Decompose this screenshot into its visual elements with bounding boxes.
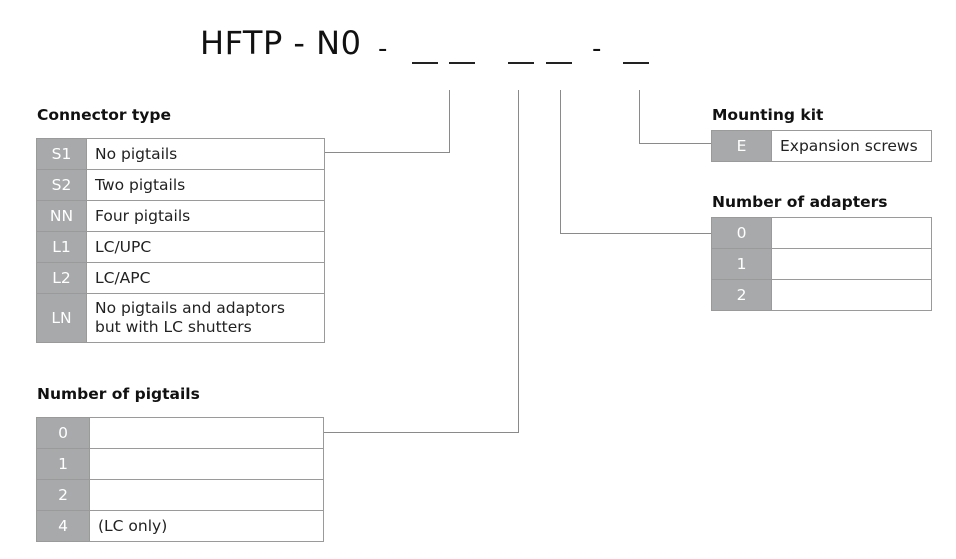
option-description: LC/APC — [86, 262, 325, 294]
part-number-separator-1: - — [378, 34, 388, 64]
option-code: NN — [36, 200, 87, 232]
option-code: S1 — [36, 138, 87, 170]
option-code: L2 — [36, 262, 87, 294]
table-row: 4(LC only) — [36, 510, 324, 542]
slot-adapters-1 — [546, 62, 572, 64]
option-description: No pigtails and adaptors but with LC shu… — [86, 293, 325, 343]
option-code: LN — [36, 293, 87, 343]
table-row: 0 — [36, 417, 324, 449]
option-description: Four pigtails — [86, 200, 325, 232]
option-code: 1 — [711, 248, 772, 280]
slot-pigtails-1 — [508, 62, 534, 64]
part-number-separator-2: - — [592, 34, 602, 64]
line-mounting-kit — [639, 90, 711, 144]
option-code: 4 — [36, 510, 90, 542]
table-row: 1 — [711, 248, 932, 280]
option-description: LC/UPC — [86, 231, 325, 263]
option-code: E — [711, 130, 772, 162]
slot-connector-1 — [412, 62, 438, 64]
slot-mounting-kit — [623, 62, 649, 64]
connector-type-heading: Connector type — [37, 106, 172, 124]
option-description: No pigtails — [86, 138, 325, 170]
option-description: Expansion screws — [771, 130, 932, 162]
option-code: 2 — [711, 279, 772, 311]
number-of-adapters-heading: Number of adapters — [712, 193, 888, 211]
mounting-kit-heading: Mounting kit — [712, 106, 824, 124]
option-code: 0 — [36, 417, 90, 449]
option-description — [771, 248, 932, 280]
number-of-pigtails-heading: Number of pigtails — [37, 385, 200, 403]
option-code: 2 — [36, 479, 90, 511]
option-code: 0 — [711, 217, 772, 249]
slot-connector-2 — [449, 62, 475, 64]
option-code: L1 — [36, 231, 87, 263]
option-description — [771, 217, 932, 249]
part-number-prefix: HFTP - N0 — [200, 24, 362, 62]
line-number-of-pigtails — [324, 90, 519, 433]
option-description — [89, 417, 324, 449]
option-description: (LC only) — [89, 510, 324, 542]
line-number-of-adapters — [560, 90, 711, 234]
table-row: 2 — [36, 479, 324, 511]
table-row: 0 — [711, 217, 932, 249]
table-row: 2 — [711, 279, 932, 311]
option-description — [89, 448, 324, 480]
option-description: Two pigtails — [86, 169, 325, 201]
option-code: 1 — [36, 448, 90, 480]
option-code: S2 — [36, 169, 87, 201]
line-connector-type — [325, 90, 450, 153]
option-description — [89, 479, 324, 511]
table-row: 1 — [36, 448, 324, 480]
option-description — [771, 279, 932, 311]
